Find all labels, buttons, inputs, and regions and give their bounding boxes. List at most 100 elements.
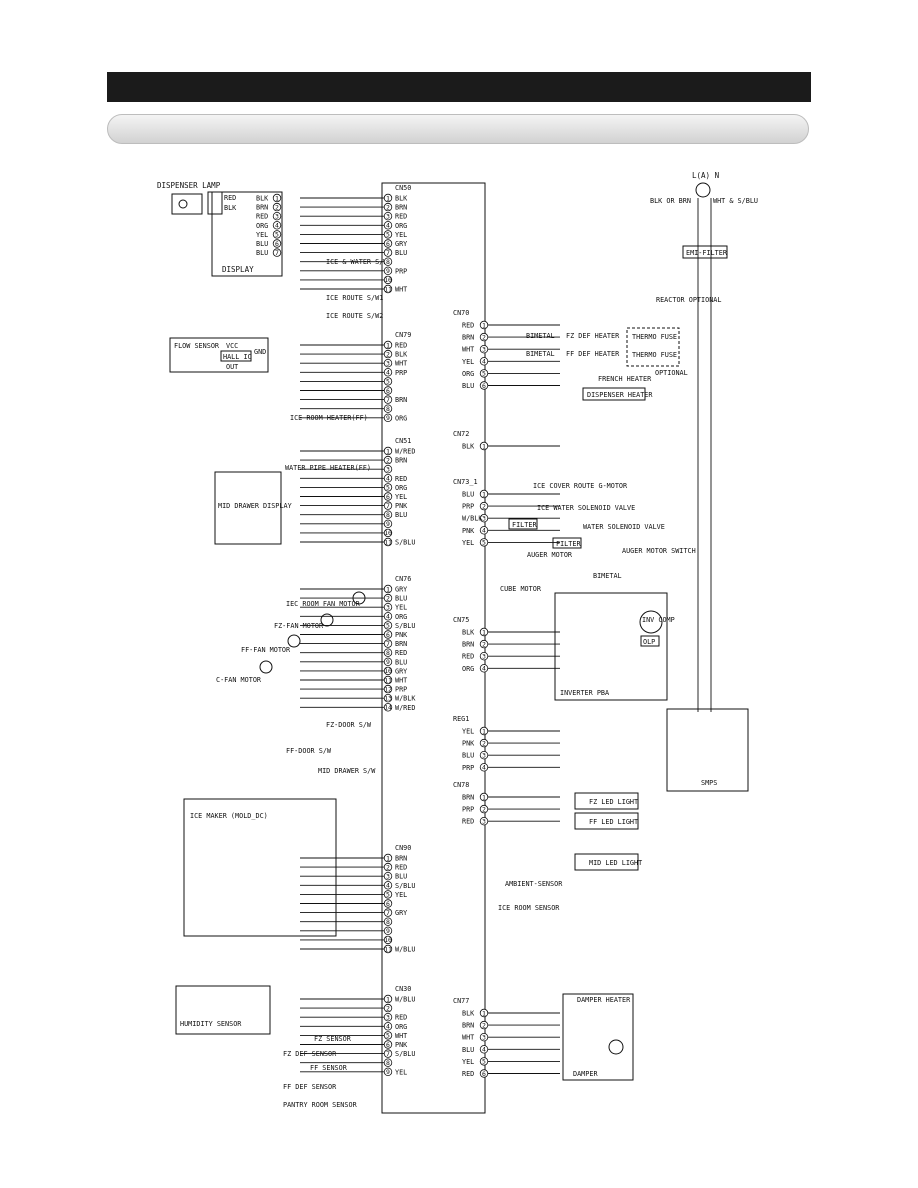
display-pin: 1: [272, 193, 282, 202]
pin: 7: [383, 395, 393, 404]
pin-wire-color: W/BLU: [395, 996, 415, 1004]
svg-text:1: 1: [386, 854, 390, 862]
pin: 8: [383, 404, 393, 413]
svg-text:2: 2: [386, 203, 390, 211]
thermo-fuse-1-label: THERMO FUSE: [632, 333, 677, 341]
ff-led-box: [574, 812, 639, 830]
connector-cn76: CN76: [395, 575, 411, 583]
pin: 3: [479, 345, 489, 354]
svg-text:6: 6: [386, 240, 390, 248]
pin: 1: [479, 441, 489, 450]
pin-wire-color: BLU: [395, 873, 407, 881]
c-fan-motor-icon: [259, 660, 273, 674]
pin: 5: [383, 377, 393, 386]
pin-wire-color: YEL: [462, 728, 474, 736]
svg-text:7: 7: [386, 640, 390, 648]
pin-wire-color: WHT: [395, 286, 407, 294]
pin-wire-color: S/BLU: [395, 1050, 415, 1058]
pin: 10: [383, 275, 393, 284]
humidity-sensor-box: [175, 985, 271, 1035]
svg-text:10: 10: [384, 667, 392, 675]
svg-text:3: 3: [482, 515, 486, 523]
svg-text:7: 7: [386, 249, 390, 257]
connector-cn50: CN50: [395, 184, 411, 192]
svg-text:4: 4: [482, 1046, 486, 1054]
pin: 4: [383, 612, 393, 621]
flow-sensor-box: [169, 337, 269, 373]
display-pin-color: BRN: [256, 204, 268, 212]
svg-text:2: 2: [275, 203, 279, 211]
svg-text:2: 2: [482, 333, 486, 341]
display-pin-color: RED: [256, 213, 268, 221]
display-pin: 2: [272, 202, 282, 211]
pin: 2: [479, 639, 489, 648]
inv-comp-icon: [639, 610, 663, 634]
pin: 1: [383, 994, 393, 1003]
pin-wire-color: YEL: [395, 604, 407, 612]
svg-text:9: 9: [386, 658, 390, 666]
svg-text:4: 4: [386, 222, 390, 230]
wires: [300, 197, 712, 1074]
svg-text:11: 11: [384, 285, 392, 293]
svg-text:7: 7: [386, 1050, 390, 1058]
svg-text:3: 3: [482, 346, 486, 354]
svg-text:11: 11: [384, 538, 392, 546]
filter-2-label: FILTER: [556, 540, 581, 548]
pin-wire-color: ORG: [395, 222, 407, 230]
blk-or-brn-label: BLK OR BRN: [650, 197, 691, 205]
pin-wire-color: BRN: [462, 641, 474, 649]
display-pin: 5: [272, 230, 282, 239]
pin: 8: [383, 257, 393, 266]
dispenser-heater-box: [582, 387, 646, 401]
ff-led-label: FF LED LIGHT: [589, 818, 638, 826]
svg-text:11: 11: [384, 945, 392, 953]
svg-text:6: 6: [275, 240, 279, 248]
pin-wire-color: S/BLU: [395, 622, 415, 630]
svg-text:4: 4: [386, 882, 390, 890]
pin-wire-color: RED: [395, 342, 407, 350]
thermo-fuse-2-label: THERMO FUSE: [632, 351, 677, 359]
svg-text:1: 1: [482, 321, 486, 329]
pin-wire-color: RED: [462, 1070, 474, 1078]
cube-motor-label: CUBE MOTOR: [500, 585, 542, 593]
fz-led-label: FZ LED LIGHT: [589, 798, 638, 806]
pin: 9: [383, 657, 393, 666]
pin: 3: [479, 652, 489, 661]
pin: 1: [383, 584, 393, 593]
svg-text:5: 5: [386, 1032, 390, 1040]
c-fan-label: C-FAN MOTOR: [216, 676, 262, 684]
pin-wire-color: YEL: [462, 1058, 474, 1066]
pin-wire-color: RED: [395, 1014, 407, 1022]
pin: 3: [479, 514, 489, 523]
svg-text:7: 7: [386, 909, 390, 917]
pin: 4: [383, 221, 393, 230]
pin: 6: [383, 899, 393, 908]
pin-wire-color: PNK: [395, 502, 408, 510]
svg-text:4: 4: [275, 222, 279, 230]
svg-text:2: 2: [482, 640, 486, 648]
svg-text:1: 1: [386, 447, 390, 455]
svg-text:10: 10: [384, 936, 392, 944]
pin: 3: [383, 465, 393, 474]
pin-wire-color: RED: [395, 864, 407, 872]
olp-label: OLP: [643, 638, 655, 646]
pin: 1: [479, 320, 489, 329]
pin-wire-color: YEL: [395, 493, 407, 501]
connector-cn51: CN51: [395, 437, 411, 445]
pin-wire-color: BLU: [395, 249, 407, 257]
filter-1-label: FILTER: [512, 521, 537, 529]
svg-text:13: 13: [384, 695, 392, 703]
pin: 5: [479, 369, 489, 378]
pin: 5: [479, 538, 489, 547]
pin: 1: [479, 726, 489, 735]
svg-text:5: 5: [386, 484, 390, 492]
emi-filter-box: [682, 245, 728, 259]
svg-text:7: 7: [386, 396, 390, 404]
svg-text:3: 3: [386, 873, 390, 881]
connector-cn73_1: CN73_1: [453, 478, 478, 486]
svg-text:5: 5: [386, 378, 390, 386]
emi-filter-label: EMI-FILTER: [686, 249, 728, 257]
ice-maker-label: ICE MAKER (MOLD_DC): [190, 812, 268, 820]
iec-fan-label: IEC ROOM FAN MOTOR: [286, 600, 361, 608]
